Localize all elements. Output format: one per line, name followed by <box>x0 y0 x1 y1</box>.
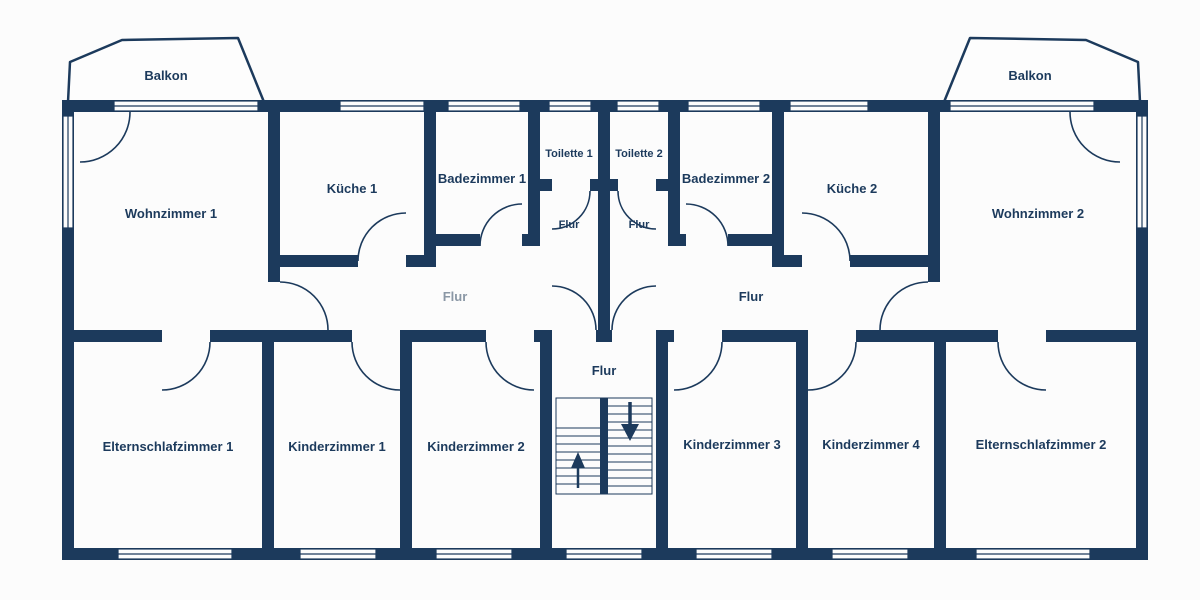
stairs-down-arrow-icon <box>621 402 639 441</box>
label-toilette-2: Toilette 2 <box>615 148 662 160</box>
label-wohnzimmer-1: Wohnzimmer 1 <box>125 206 217 221</box>
label-flur-corridor-2: Flur <box>739 289 764 304</box>
label-balkon-right: Balkon <box>1008 68 1051 83</box>
elternschlafzimmer1-door-arc <box>161 341 211 391</box>
stairs-up-arrow-icon <box>571 452 585 488</box>
label-flur-stairs: Flur <box>592 363 617 378</box>
badezimmer1-door-arc <box>479 203 523 247</box>
windows <box>62 100 1148 560</box>
label-elternschlafzimmer-2: Elternschlafzimmer 2 <box>976 437 1107 452</box>
stair-stringer <box>600 398 608 494</box>
label-kueche-2: Küche 2 <box>827 181 878 196</box>
label-badezimmer-1: Badezimmer 1 <box>438 171 526 186</box>
entry-door-left-arc <box>551 285 597 331</box>
label-flur-corridor-1: Flur <box>443 289 468 304</box>
wohnzimmer1-door-arc <box>279 281 329 331</box>
balcony-door-right-arc <box>1069 111 1121 163</box>
kinderzimmer3-door-arc <box>673 341 723 391</box>
label-flur-vestibule-2: Flur <box>629 219 650 231</box>
balcony-door-left-arc <box>79 111 131 163</box>
label-flur-vestibule-1: Flur <box>559 219 580 231</box>
staircase <box>555 397 653 495</box>
label-kinderzimmer-2: Kinderzimmer 2 <box>427 439 525 454</box>
kueche2-door-arc <box>801 212 851 262</box>
label-elternschlafzimmer-1: Elternschlafzimmer 1 <box>103 439 234 454</box>
room-labels: Balkon Balkon Wohnzimmer 1 Küche 1 Badez… <box>103 68 1107 454</box>
toilette2-door-arc <box>617 190 657 230</box>
elternschlafzimmer2-door-arc <box>997 341 1047 391</box>
badezimmer2-door-arc <box>685 203 729 247</box>
toilette1-door-arc <box>551 190 591 230</box>
kinderzimmer4-door-arc <box>807 341 857 391</box>
wohnzimmer2-door-arc <box>879 281 929 331</box>
label-kinderzimmer-1: Kinderzimmer 1 <box>288 439 386 454</box>
label-toilette-1: Toilette 1 <box>545 148 592 160</box>
label-kinderzimmer-3: Kinderzimmer 3 <box>683 437 781 452</box>
label-balkon-left: Balkon <box>144 68 187 83</box>
label-kinderzimmer-4: Kinderzimmer 4 <box>822 437 920 452</box>
kueche1-door-arc <box>357 212 407 262</box>
label-kueche-1: Küche 1 <box>327 181 378 196</box>
kinderzimmer1-door-arc <box>351 341 401 391</box>
door-arcs <box>79 111 1121 391</box>
label-wohnzimmer-2: Wohnzimmer 2 <box>992 206 1084 221</box>
kinderzimmer2-door-arc <box>485 341 535 391</box>
entry-door-right-arc <box>611 285 657 331</box>
label-badezimmer-2: Badezimmer 2 <box>682 171 770 186</box>
